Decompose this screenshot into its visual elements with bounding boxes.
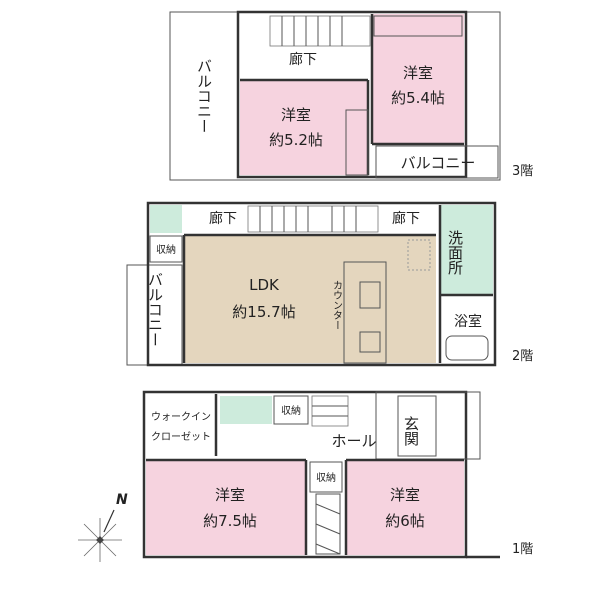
storage-mid-1f — [309, 461, 343, 493]
stairs-2f — [247, 205, 379, 233]
storage-top-1f — [273, 395, 309, 425]
stairs-3f — [269, 15, 371, 47]
storage-2f — [149, 235, 183, 263]
building-outline-2f — [146, 201, 497, 367]
compass-rose-icon — [78, 509, 122, 562]
hall-label-1f: ホール — [331, 432, 376, 450]
bedroom-b-name-3f: 洋室 — [403, 64, 433, 82]
wic-label-line2: クローゼット — [151, 431, 211, 443]
bedroom-a-size-3f: 約5.2帖 — [269, 131, 323, 149]
bedroom-b-size-3f: 約5.4帖 — [391, 89, 445, 107]
balcony-left-label-3f: バルコニー — [195, 59, 213, 134]
walk-in-closet-1f — [146, 394, 216, 456]
balcony-right-area-3f — [375, 145, 499, 179]
washroom-2f — [440, 205, 493, 295]
bedroom-a-1f — [146, 460, 306, 555]
toilet-1f — [220, 396, 272, 424]
washroom-label-2f: 洗面所 — [446, 230, 464, 275]
floor-label-3f: 3階 — [512, 164, 533, 179]
sink-2f — [359, 281, 381, 309]
porch-outline-1f — [375, 391, 481, 460]
floor-1: ウォークイン クローゼット 収納 収納 ホール 玄関 洋室 約7.5帖 洋室 約… — [142, 390, 533, 559]
wic-label-line1: ウォークイン — [151, 411, 211, 423]
closet-column-1f — [315, 493, 341, 555]
building-outline-3f — [236, 10, 468, 179]
bedroom-a-name-3f: 洋室 — [281, 106, 311, 124]
building-outline-1f — [142, 390, 468, 559]
floor-label-2f: 2階 — [512, 349, 533, 364]
bedroom-b-1f — [346, 460, 464, 555]
storage-label-2f: 収納 — [156, 243, 176, 256]
bedroom-a-3f — [240, 80, 368, 175]
closet-b-3f — [373, 15, 463, 37]
bath-2f — [442, 297, 493, 363]
balcony-right-label-3f: バルコニー — [401, 154, 476, 172]
storage-top-label-1f: 収納 — [281, 404, 301, 417]
corridor-left-label-2f: 廊下 — [209, 210, 237, 227]
bedroom-a-size-1f: 約7.5帖 — [203, 512, 257, 530]
balcony-label-2f: バルコニー — [146, 272, 164, 347]
closet-3f — [345, 109, 369, 176]
floor-label-1f: 1階 — [512, 542, 533, 557]
stairs-1f — [311, 395, 349, 427]
ldk-size-2f: 約15.7帖 — [232, 303, 295, 321]
toilet-2f — [150, 205, 182, 233]
compass-north-label: N — [116, 492, 128, 508]
fridge-space-2f — [407, 239, 431, 271]
bedroom-b-name-1f: 洋室 — [390, 486, 420, 504]
bedroom-b-size-1f: 約6帖 — [385, 512, 425, 530]
entrance-label-1f: 玄関 — [402, 416, 420, 447]
bathtub-2f — [445, 335, 489, 361]
ldk-name-2f: LDK — [249, 276, 280, 294]
storage-mid-label-1f: 収納 — [316, 471, 336, 484]
counter-label-2f: カウンター — [331, 280, 343, 330]
floor-3: 廊下 洋室 約5.2帖 洋室 約5.4帖 バルコニー バルコニー 3階 — [169, 10, 533, 181]
ldk-2f — [184, 235, 436, 363]
stove-2f — [359, 331, 381, 353]
kitchen-counter-2f — [343, 261, 387, 364]
corridor-label-3f: 廊下 — [289, 51, 317, 68]
bath-label-2f: 浴室 — [454, 313, 482, 330]
floor-2: 廊下 廊下 収納 LDK 約15.7帖 カウンター バルコニー 洗面所 浴室 2… — [126, 201, 533, 367]
bedroom-a-name-1f: 洋室 — [215, 486, 245, 504]
corridor-right-label-2f: 廊下 — [392, 210, 420, 227]
entrance-1f — [397, 395, 437, 457]
